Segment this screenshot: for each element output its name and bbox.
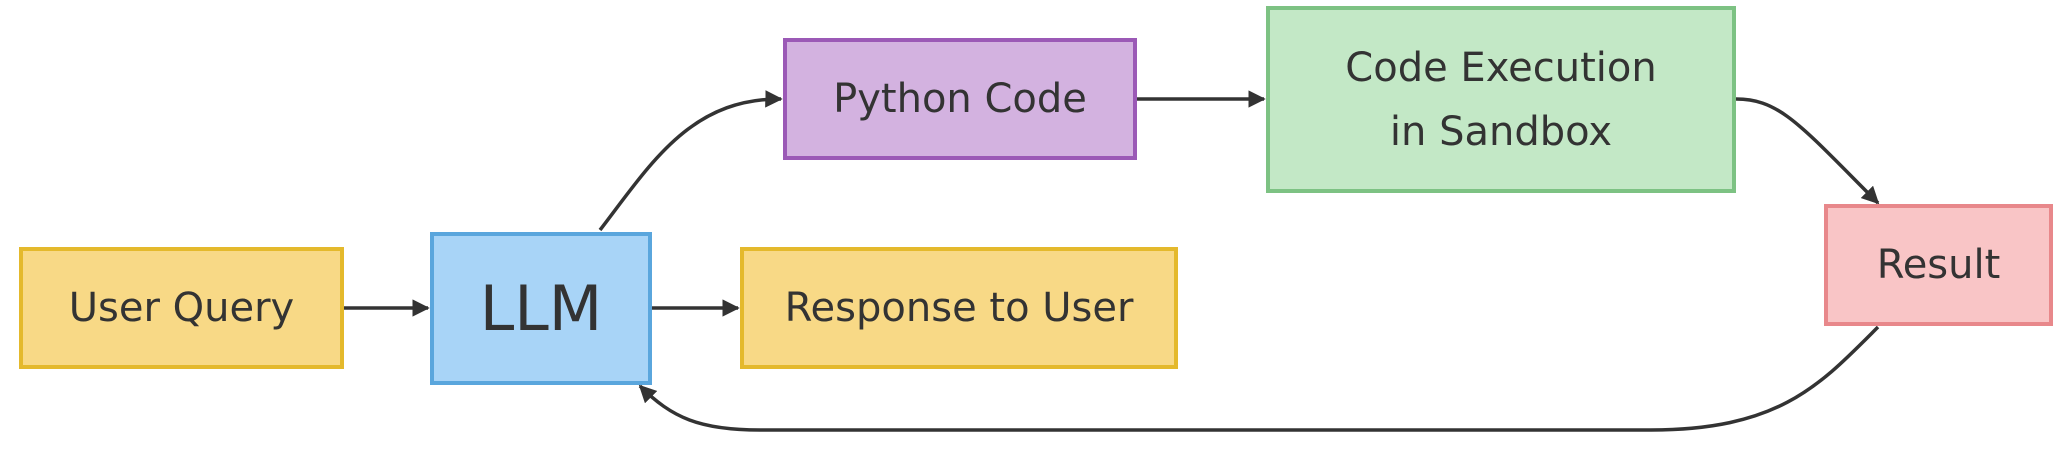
node-user-query-label: User Query xyxy=(68,285,295,331)
edge-llm-to-python-code xyxy=(598,90,783,232)
node-python-code-label: Python Code xyxy=(833,76,1087,122)
node-python-code: Python Code xyxy=(783,38,1137,160)
node-code-execution-sandbox: Code Execution in Sandbox xyxy=(1266,6,1736,193)
node-llm-label: LLM xyxy=(479,271,603,345)
node-result-label: Result xyxy=(1876,242,2001,288)
node-code-execution-sandbox-label: Code Execution in Sandbox xyxy=(1345,44,1657,155)
node-llm: LLM xyxy=(430,232,652,385)
edge-sandbox-to-result xyxy=(1735,97,1880,205)
node-response-to-user: Response to User xyxy=(740,247,1178,369)
node-result: Result xyxy=(1824,204,2053,326)
edge-result-to-llm xyxy=(638,325,1880,432)
node-response-to-user-label: Response to User xyxy=(784,285,1134,331)
node-user-query: User Query xyxy=(19,247,344,369)
